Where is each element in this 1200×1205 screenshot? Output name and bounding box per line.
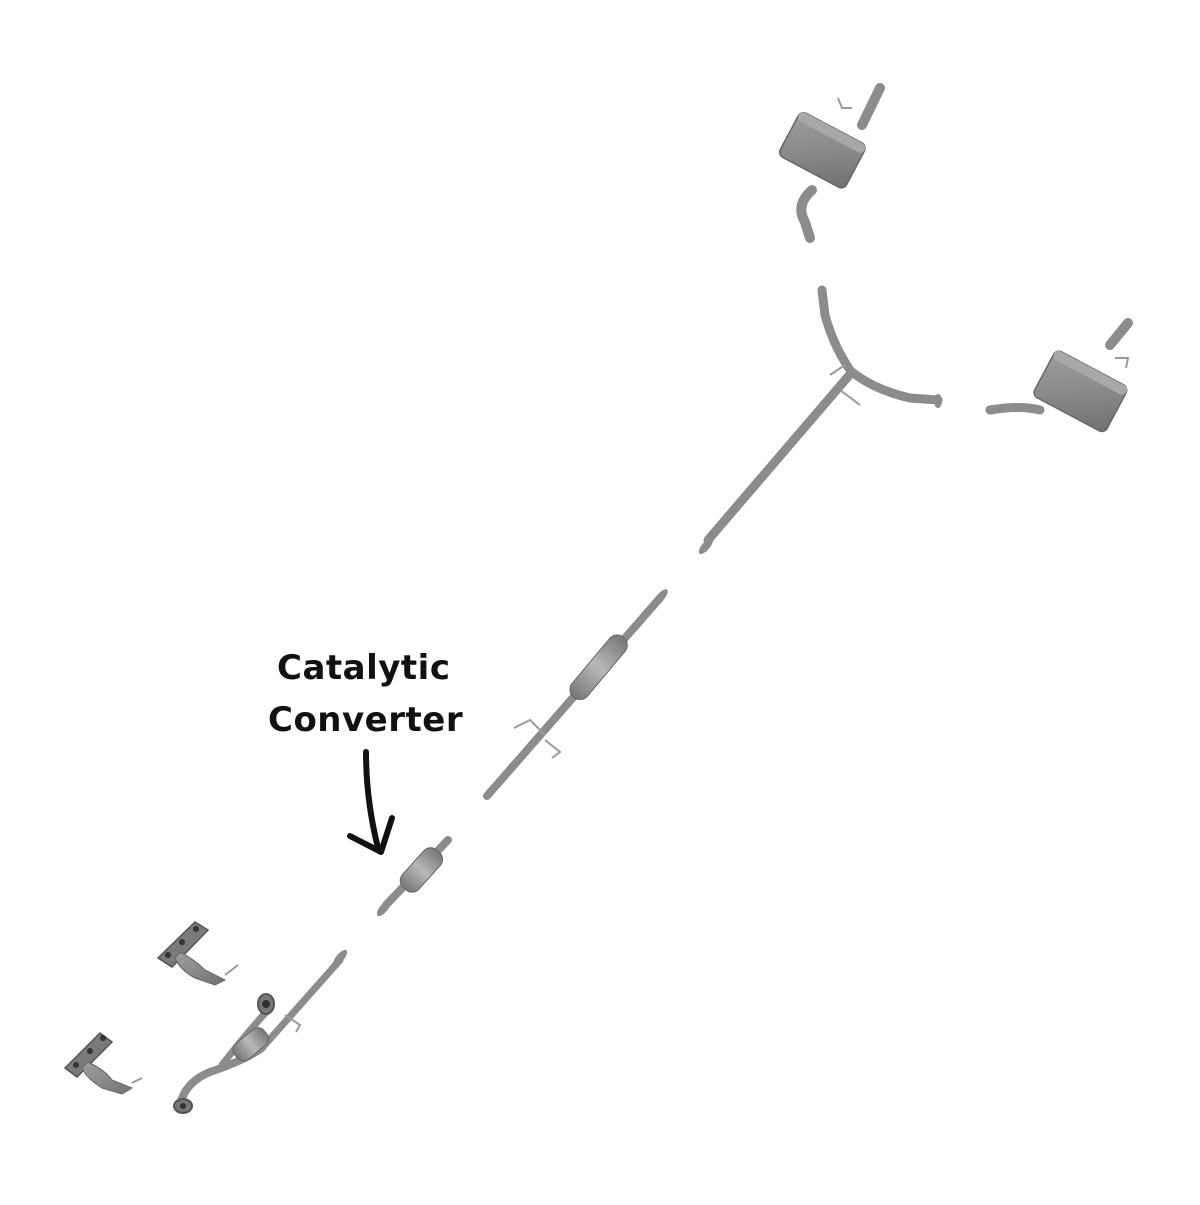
right-muffler (985, 318, 1133, 433)
exhaust-manifold-lower (63, 1032, 143, 1095)
annotation-label-line-1: Catalytic (277, 648, 451, 688)
catalytic-converter (376, 836, 452, 917)
resonator-pipe (483, 589, 668, 800)
front-pipe (173, 949, 348, 1114)
rear-y-pipe (698, 285, 943, 555)
annotation-arrow (347, 749, 395, 855)
exhaust-manifold-upper (156, 921, 239, 986)
upper-muffler (778, 83, 885, 243)
annotation-label-line-2: Converter (268, 700, 464, 740)
